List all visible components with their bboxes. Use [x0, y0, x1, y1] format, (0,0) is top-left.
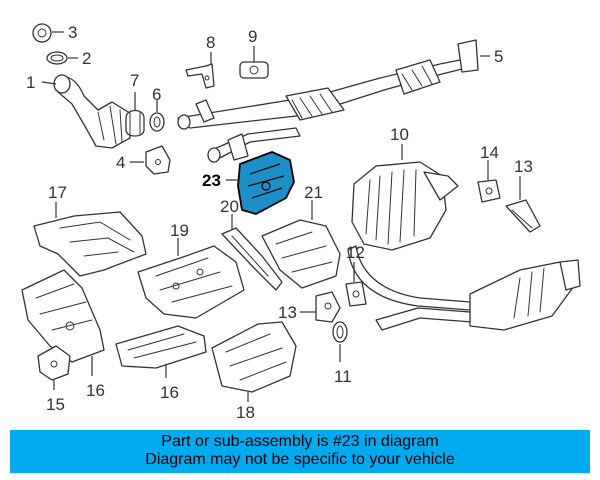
- part-19-heat-shield[interactable]: [211, 321, 297, 393]
- callout-13: 13: [514, 157, 533, 176]
- callout-20: 19: [170, 221, 189, 240]
- part-3-seal[interactable]: [32, 23, 52, 43]
- exhaust-parts-diagram: 3 2 1 7 6 8 9: [21, 23, 581, 422]
- callout-6: 6: [152, 85, 161, 104]
- part-12-hanger[interactable]: [345, 281, 367, 307]
- part-10-rear-muffler[interactable]: [351, 161, 459, 251]
- part-4-bracket[interactable]: [145, 145, 171, 175]
- part-15-bracket[interactable]: [37, 345, 71, 381]
- part-5-exhaust-pipe-assembly[interactable]: [177, 39, 479, 163]
- callout-14a: 13: [278, 303, 297, 322]
- part-16-heat-shield[interactable]: [21, 269, 105, 363]
- part-1-catalytic-converter[interactable]: [53, 74, 131, 149]
- callout-3: 3: [68, 23, 77, 42]
- callout-21: 20: [220, 197, 239, 216]
- callout-7: 7: [130, 71, 139, 90]
- banner-line-2: Diagram may not be specific to your vehi…: [145, 451, 455, 468]
- callout-8: 8: [206, 33, 215, 52]
- callout-1: 1: [26, 73, 35, 92]
- part-2-ring[interactable]: [46, 51, 68, 65]
- callout-4: 4: [116, 153, 125, 172]
- callout-17: 16: [160, 383, 179, 402]
- part-22-heat-shield[interactable]: [261, 219, 341, 289]
- part-17-heat-shield[interactable]: [115, 325, 207, 369]
- banner-line-1: Part or sub-assembly is #23 in diagram: [161, 433, 439, 450]
- part-7-clamp[interactable]: [125, 109, 145, 137]
- part-20-heat-shield[interactable]: [137, 245, 245, 319]
- part-9-hanger[interactable]: [239, 61, 269, 79]
- callout-9: 9: [248, 27, 257, 46]
- part-23-heat-shield-highlighted[interactable]: [237, 151, 295, 215]
- part-11-gasket[interactable]: [332, 321, 348, 343]
- callout-18: 17: [48, 183, 67, 202]
- callout-22: 21: [304, 183, 323, 202]
- info-banner: Part or sub-assembly is #23 in diagram D…: [10, 430, 590, 473]
- part-13-bolt[interactable]: [505, 199, 541, 233]
- callout-15: 15: [46, 395, 65, 414]
- callout-2: 2: [82, 49, 91, 68]
- part-8-bracket[interactable]: [185, 63, 215, 89]
- callout-16: 16: [86, 381, 105, 400]
- part-6-ring[interactable]: [149, 112, 165, 132]
- leader-1: [41, 81, 57, 85]
- part-14-hanger-right[interactable]: [477, 179, 501, 203]
- callout-19: 18: [236, 403, 255, 422]
- rear-pipe-section: [347, 245, 581, 331]
- part-14-hanger-left[interactable]: [315, 291, 341, 323]
- callout-5: 5: [494, 47, 503, 66]
- callout-10: 10: [390, 125, 409, 144]
- callout-12: 12: [346, 243, 365, 262]
- callout-23: 23: [202, 171, 221, 190]
- callout-14b: 14: [480, 143, 499, 162]
- part-18-heat-shield[interactable]: [33, 211, 147, 277]
- callout-11: 11: [334, 367, 352, 386]
- part-21-heat-shield[interactable]: [221, 227, 283, 291]
